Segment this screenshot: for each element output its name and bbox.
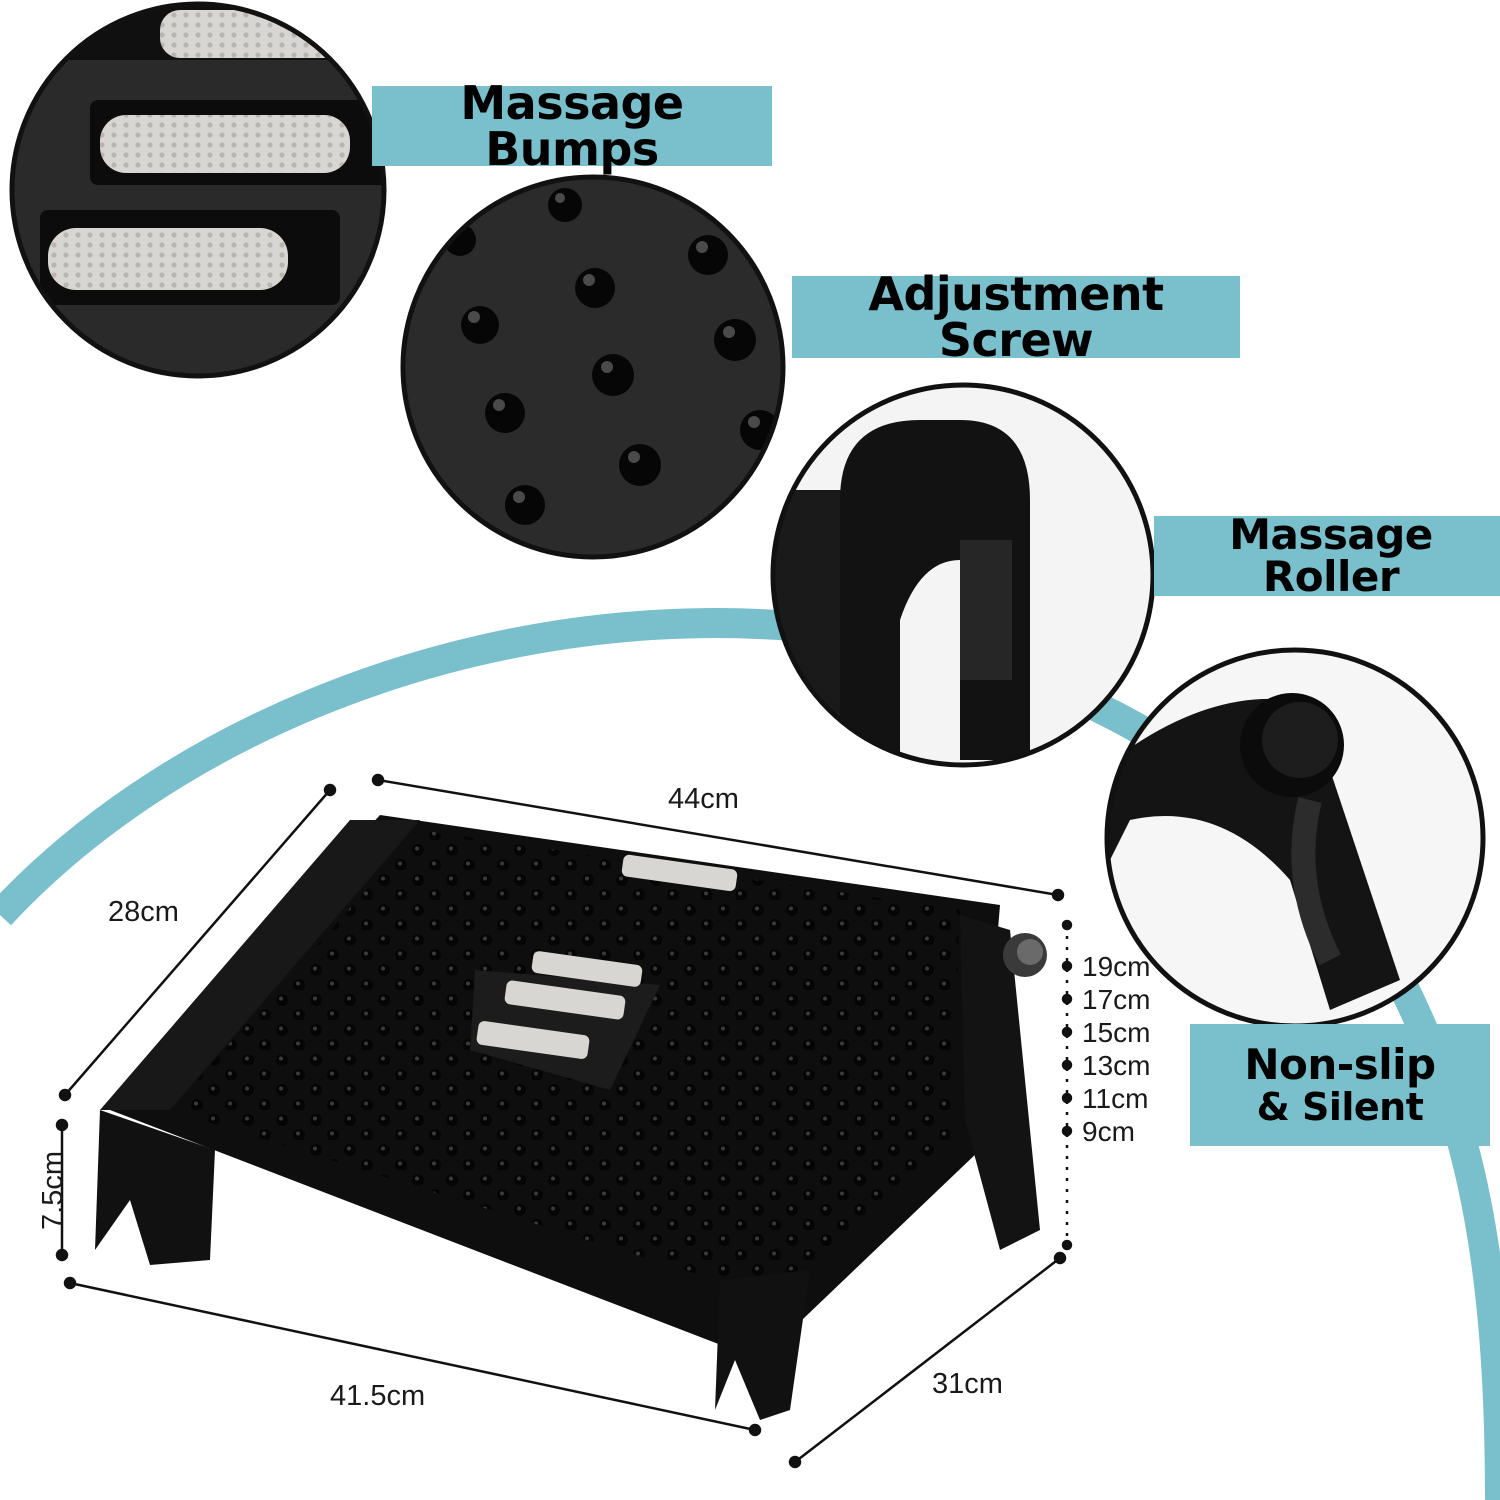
height-level: 17cm	[1082, 984, 1151, 1015]
height-level: 15cm	[1082, 1017, 1151, 1048]
bumps-closeup	[403, 177, 783, 557]
height-level: 19cm	[1082, 951, 1151, 982]
dim-top-width: 44cm	[668, 783, 739, 815]
dim-bottom-width: 41.5cm	[330, 1380, 426, 1412]
rollers-closeup	[12, 4, 384, 376]
dim-min-height: 7.5cm	[36, 1151, 69, 1230]
label-massage-bumps: Massage Bumps	[372, 80, 772, 172]
knob-closeup	[1107, 650, 1483, 1026]
leg-closeup	[773, 385, 1153, 765]
label-massage-bumps-text: Massage Bumps	[460, 76, 684, 176]
dim-depth-top: 28cm	[108, 896, 179, 928]
height-level: 13cm	[1082, 1050, 1151, 1081]
label-massage-roller: Massage Roller	[1154, 510, 1500, 601]
height-levels: 19cm 17cm 15cm 13cm 11cm 9cm	[1082, 950, 1172, 1148]
label-adjustment-screw: Adjustment Screw	[792, 271, 1240, 363]
label-adjustment-screw-text: Adjustment Screw	[868, 267, 1164, 367]
label-massage-roller-text: Massage Roller	[1229, 510, 1433, 601]
height-level: 9cm	[1082, 1116, 1135, 1147]
label-silent-text: & Silent	[1256, 1085, 1424, 1129]
height-level: 11cm	[1082, 1083, 1149, 1114]
footrest-product	[95, 815, 1047, 1420]
dim-depth-bottom: 31cm	[932, 1368, 1003, 1400]
label-non-slip-silent: Non-slip & Silent	[1190, 1024, 1490, 1146]
dimension-lines	[55, 773, 1073, 1469]
label-non-slip-text: Non-slip	[1244, 1040, 1436, 1089]
